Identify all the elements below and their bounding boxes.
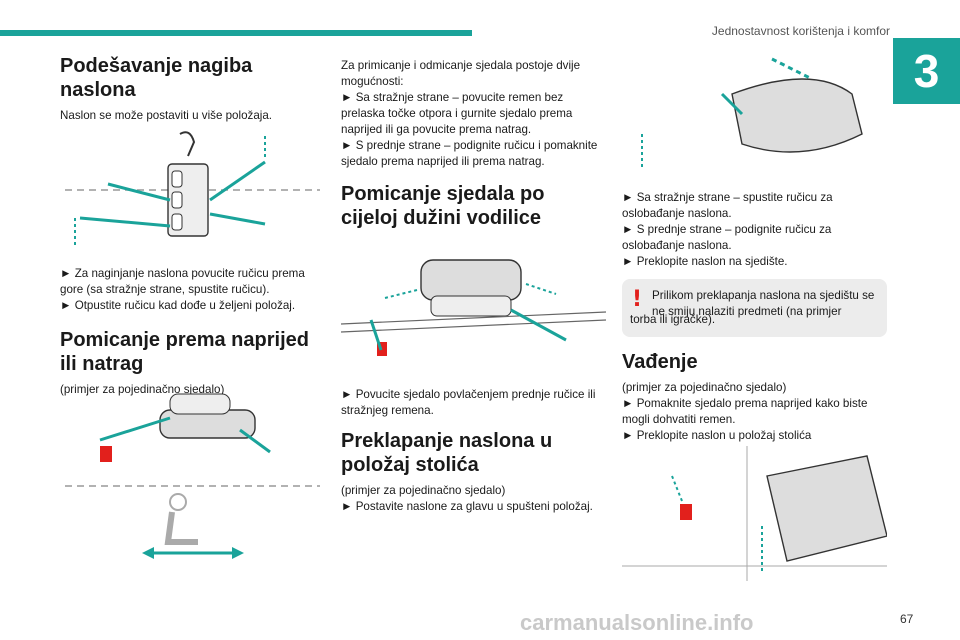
paragraph: Naslon se može postaviti u više položaja… — [60, 109, 273, 122]
header-accent-bar — [0, 30, 472, 36]
warning-text-2: torba ili igračke). — [630, 313, 716, 326]
forward-backward-figure — [65, 393, 320, 559]
column-2: Za primicanje i odmicanje sjedala postoj… — [341, 58, 606, 236]
heading-backrest-angle: Podešavanje nagiba naslona — [60, 55, 253, 101]
paragraph: (primjer za pojedinačno sjedalo) — [341, 484, 506, 497]
column-1: Podešavanje nagiba naslona Naslon se mož… — [60, 54, 325, 124]
paragraph: (primjer za pojedinačno sjedalo) — [622, 381, 787, 394]
warning-box: ! Prilikom preklapanja naslona na sjediš… — [622, 279, 887, 337]
paragraph: ► S prednje strane – podignite ručicu i … — [341, 139, 598, 168]
paragraph: ► Sa stražnje strane – povucite remen be… — [341, 91, 573, 136]
paragraph: ► S prednje strane – podignite ručicu za… — [622, 223, 832, 252]
paragraph: ► Preklopite naslon na sjedište. — [622, 255, 788, 268]
removal-figure — [622, 446, 887, 581]
chapter-badge: 3 — [893, 38, 960, 104]
footer-watermark: carmanualsonline.info — [520, 610, 754, 635]
backrest-angle-figure — [65, 131, 320, 246]
section-title: Jednostavnost korištenja i komfor — [711, 24, 890, 38]
column-1-text-2: ► Za naginjanje naslona povucite ručicu … — [60, 266, 325, 398]
heading-full-rail: Pomicanje sjedala po cijeloj dužini vodi… — [341, 183, 545, 229]
heading-table-position: Preklapanje naslona u položaj stolića — [341, 430, 553, 476]
paragraph: ► Pomaknite sjedalo prema naprijed kako … — [622, 397, 868, 426]
fold-backrest-figure — [641, 57, 863, 169]
warning-text: Prilikom preklapanja naslona na sjedištu… — [652, 289, 875, 318]
paragraph: (primjer za pojedinačno sjedalo) — [60, 383, 225, 396]
paragraph: ► Postavite naslone za glavu u spušteni … — [341, 500, 593, 513]
paragraph: ► Povucite sjedalo povlačenjem prednje r… — [341, 388, 596, 417]
column-3-text-2: Vađenje (primjer za pojedinačno sjedalo)… — [622, 350, 887, 444]
paragraph: ► Sa stražnje strane – spustite ručicu z… — [622, 191, 833, 220]
paragraph: ► Otpustite ručicu kad dođe u željeni po… — [60, 299, 296, 312]
paragraph: ► Za naginjanje naslona povucite ručicu … — [60, 267, 305, 296]
heading-removal: Vađenje — [622, 351, 698, 373]
paragraph: Za primicanje i odmicanje sjedala postoj… — [341, 59, 581, 88]
paragraph: ► Preklopite naslon u položaj stolića — [622, 429, 812, 442]
column-3: ► Sa stražnje strane – spustite ručicu z… — [622, 190, 887, 270]
full-rail-figure — [341, 259, 606, 356]
warning-icon: ! — [632, 287, 643, 312]
page-number: 67 — [900, 612, 914, 626]
heading-forward-backward: Pomicanje prema naprijed ili natrag — [60, 329, 309, 375]
column-2-text-2: ► Povucite sjedalo povlačenjem prednje r… — [341, 387, 606, 515]
